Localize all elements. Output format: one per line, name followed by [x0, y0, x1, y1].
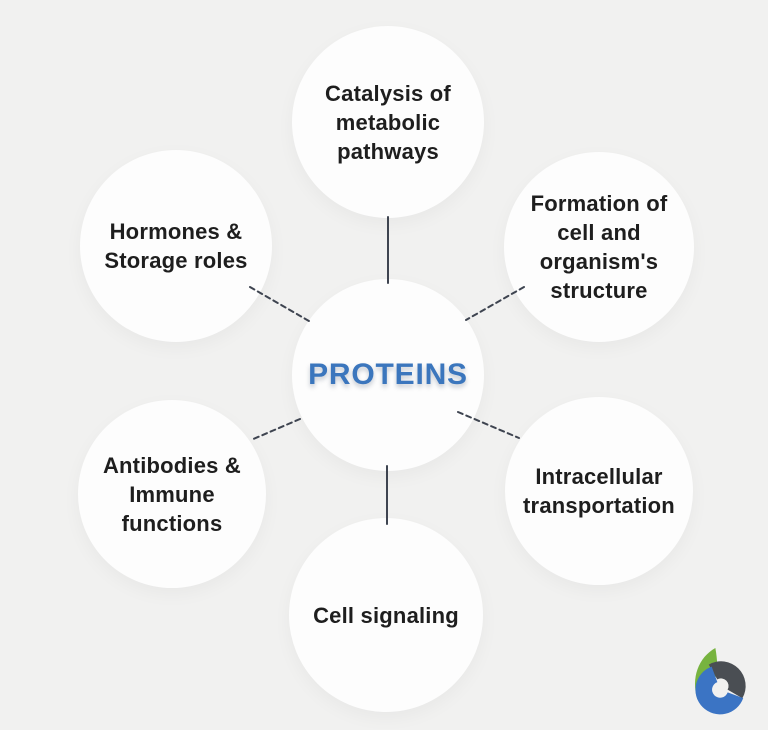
- hub-proteins: PROTEINS: [292, 279, 484, 471]
- node-label: Hormones & Storage roles: [104, 219, 248, 273]
- node-cell-signaling: Cell signaling: [289, 518, 483, 712]
- node-antibodies-immune-functions: Antibodies & Immune functions: [78, 400, 266, 588]
- b-logo-gray-swirl: [708, 661, 746, 699]
- b-logo: [694, 648, 746, 715]
- node-formation-of-cell-and-organisms-structure: Formation of cell and organism's structu…: [504, 152, 694, 342]
- node-label: Intracellular transportation: [523, 464, 675, 518]
- node-catalysis-of-metabolic-pathways: Catalysis of metabolic pathways: [292, 26, 484, 218]
- node-label: Catalysis of metabolic pathways: [325, 80, 451, 164]
- connector-bottom-left: [250, 418, 301, 441]
- b-logo-blue-ring: [695, 666, 744, 715]
- node-label: Cell signaling: [313, 602, 459, 628]
- node-label: Formation of cell and organism's structu…: [530, 191, 668, 303]
- hub-label: PROTEINS: [308, 358, 468, 391]
- node-hormones-storage-roles: Hormones & Storage roles: [80, 150, 272, 342]
- node-label: Antibodies & Immune functions: [102, 452, 242, 536]
- node-intracellular-transportation: Intracellular transportation: [505, 397, 693, 585]
